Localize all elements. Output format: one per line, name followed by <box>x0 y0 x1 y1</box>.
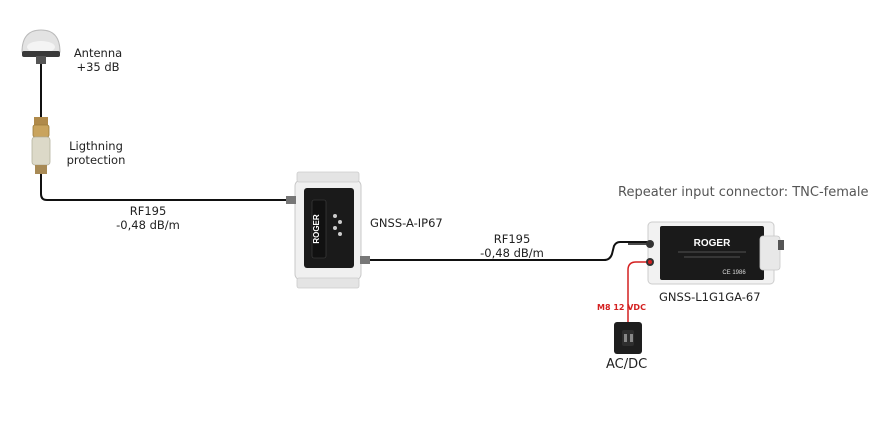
ac-dc-label: AC/DC <box>606 357 648 372</box>
cable2-type: RF195 <box>493 232 531 246</box>
splitter-brand: ROGER <box>312 214 321 244</box>
antenna-icon <box>21 29 61 64</box>
cable1-label: RF195 -0,48 dB/m <box>108 204 188 232</box>
repeater-brand: ROGER <box>694 238 731 249</box>
power-connector-label: M8 12 VDC <box>597 303 646 312</box>
ac-dc-adapter-icon <box>614 322 642 354</box>
cable2-loss: -0,48 dB/m <box>480 246 544 260</box>
cable1-type: RF195 <box>129 204 167 218</box>
antenna-name: Antenna <box>73 46 123 60</box>
rf195-cable-1 <box>40 172 287 201</box>
antenna-gain: +35 dB <box>76 60 120 74</box>
repeater-device-icon <box>646 221 784 285</box>
lightning-line2: protection <box>66 153 126 167</box>
cable1-loss: -0,48 dB/m <box>116 218 180 232</box>
lightning-protection-icon <box>31 117 51 174</box>
lightning-protection-label: Ligthning protection <box>58 139 134 167</box>
repeater-name: GNSS-L1G1GA-67 <box>659 290 761 304</box>
splitter-name: GNSS-A-IP67 <box>370 216 443 230</box>
lightning-line1: Ligthning <box>69 139 123 153</box>
cable2-label: RF195 -0,48 dB/m <box>472 232 552 260</box>
repeater-note: Repeater input connector: TNC-female <box>618 185 869 200</box>
gnss-a-ip67-device-icon <box>286 171 370 289</box>
power-wire <box>627 261 648 322</box>
rf195-cable-2 <box>368 241 648 261</box>
antenna-label: Antenna +35 dB <box>66 46 130 74</box>
repeater-ce-mark: CE 1986 <box>722 270 746 276</box>
